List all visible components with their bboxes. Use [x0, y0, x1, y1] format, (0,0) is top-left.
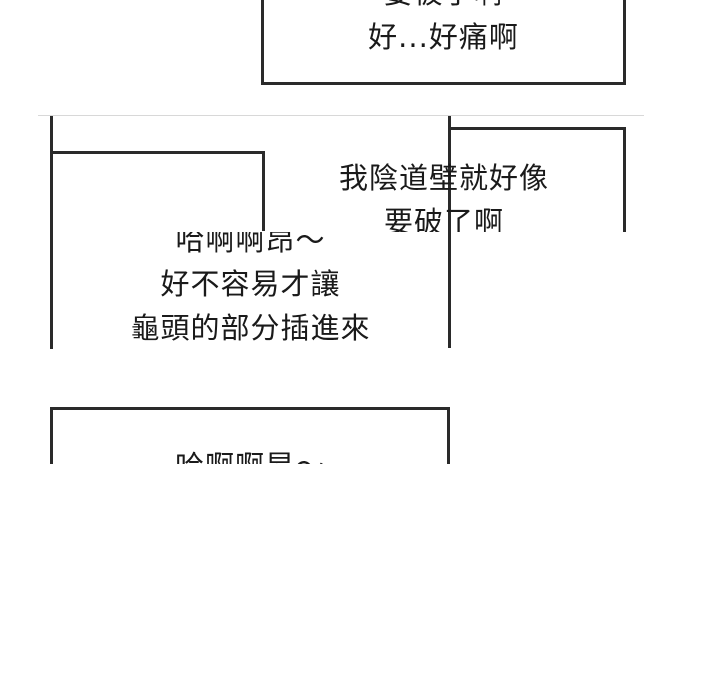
left-dialogue-line-3: 龜頭的部分插進來: [130, 311, 371, 345]
top-panel: 要被了啊 好...好痛啊: [261, 0, 626, 85]
right-dialogue-line-1: 我陰道壁就好像: [338, 161, 549, 195]
right-panel-top-edge: [448, 127, 626, 130]
left-panel-dialogue-area: 哈啊啊昂～ 好不容易才讓 龜頭的部分插進來: [53, 232, 448, 348]
right-dialogue: 我陰道壁就好像 要破了啊: [266, 156, 622, 232]
left-panel-notch: [262, 151, 265, 231]
bottom-dialogue-line-1: 哈啊啊昂～: [53, 444, 447, 464]
page-separator: [38, 115, 644, 116]
left-dialogue-line-1: 哈啊啊昂～: [175, 232, 326, 257]
right-panel-side-edge: [623, 127, 626, 232]
bottom-panel-top-edge: [50, 407, 450, 410]
top-dialogue-line-1: 要被了啊: [264, 0, 623, 15]
right-dialogue-line-2: 要破了啊: [383, 205, 504, 232]
left-dialogue-line-2: 好不容易才讓: [160, 267, 341, 301]
left-panel-frame: [50, 116, 53, 349]
right-panel-dialogue-area: 我陰道壁就好像 要破了啊: [266, 150, 622, 232]
bottom-dialogue: 哈啊啊昂～: [53, 444, 447, 464]
right-panel-frame: [448, 116, 451, 348]
bottom-panel-dialogue-area: 哈啊啊昂～: [53, 410, 447, 464]
bottom-panel-left-edge: [50, 407, 53, 464]
left-panel-top-edge: [50, 151, 265, 154]
left-dialogue: 哈啊啊昂～ 好不容易才讓 龜頭的部分插進來: [53, 232, 448, 348]
bottom-panel-right-edge: [447, 407, 450, 464]
top-dialogue-line-2: 好...好痛啊: [368, 20, 519, 54]
top-dialogue: 要被了啊 好...好痛啊: [264, 0, 623, 59]
